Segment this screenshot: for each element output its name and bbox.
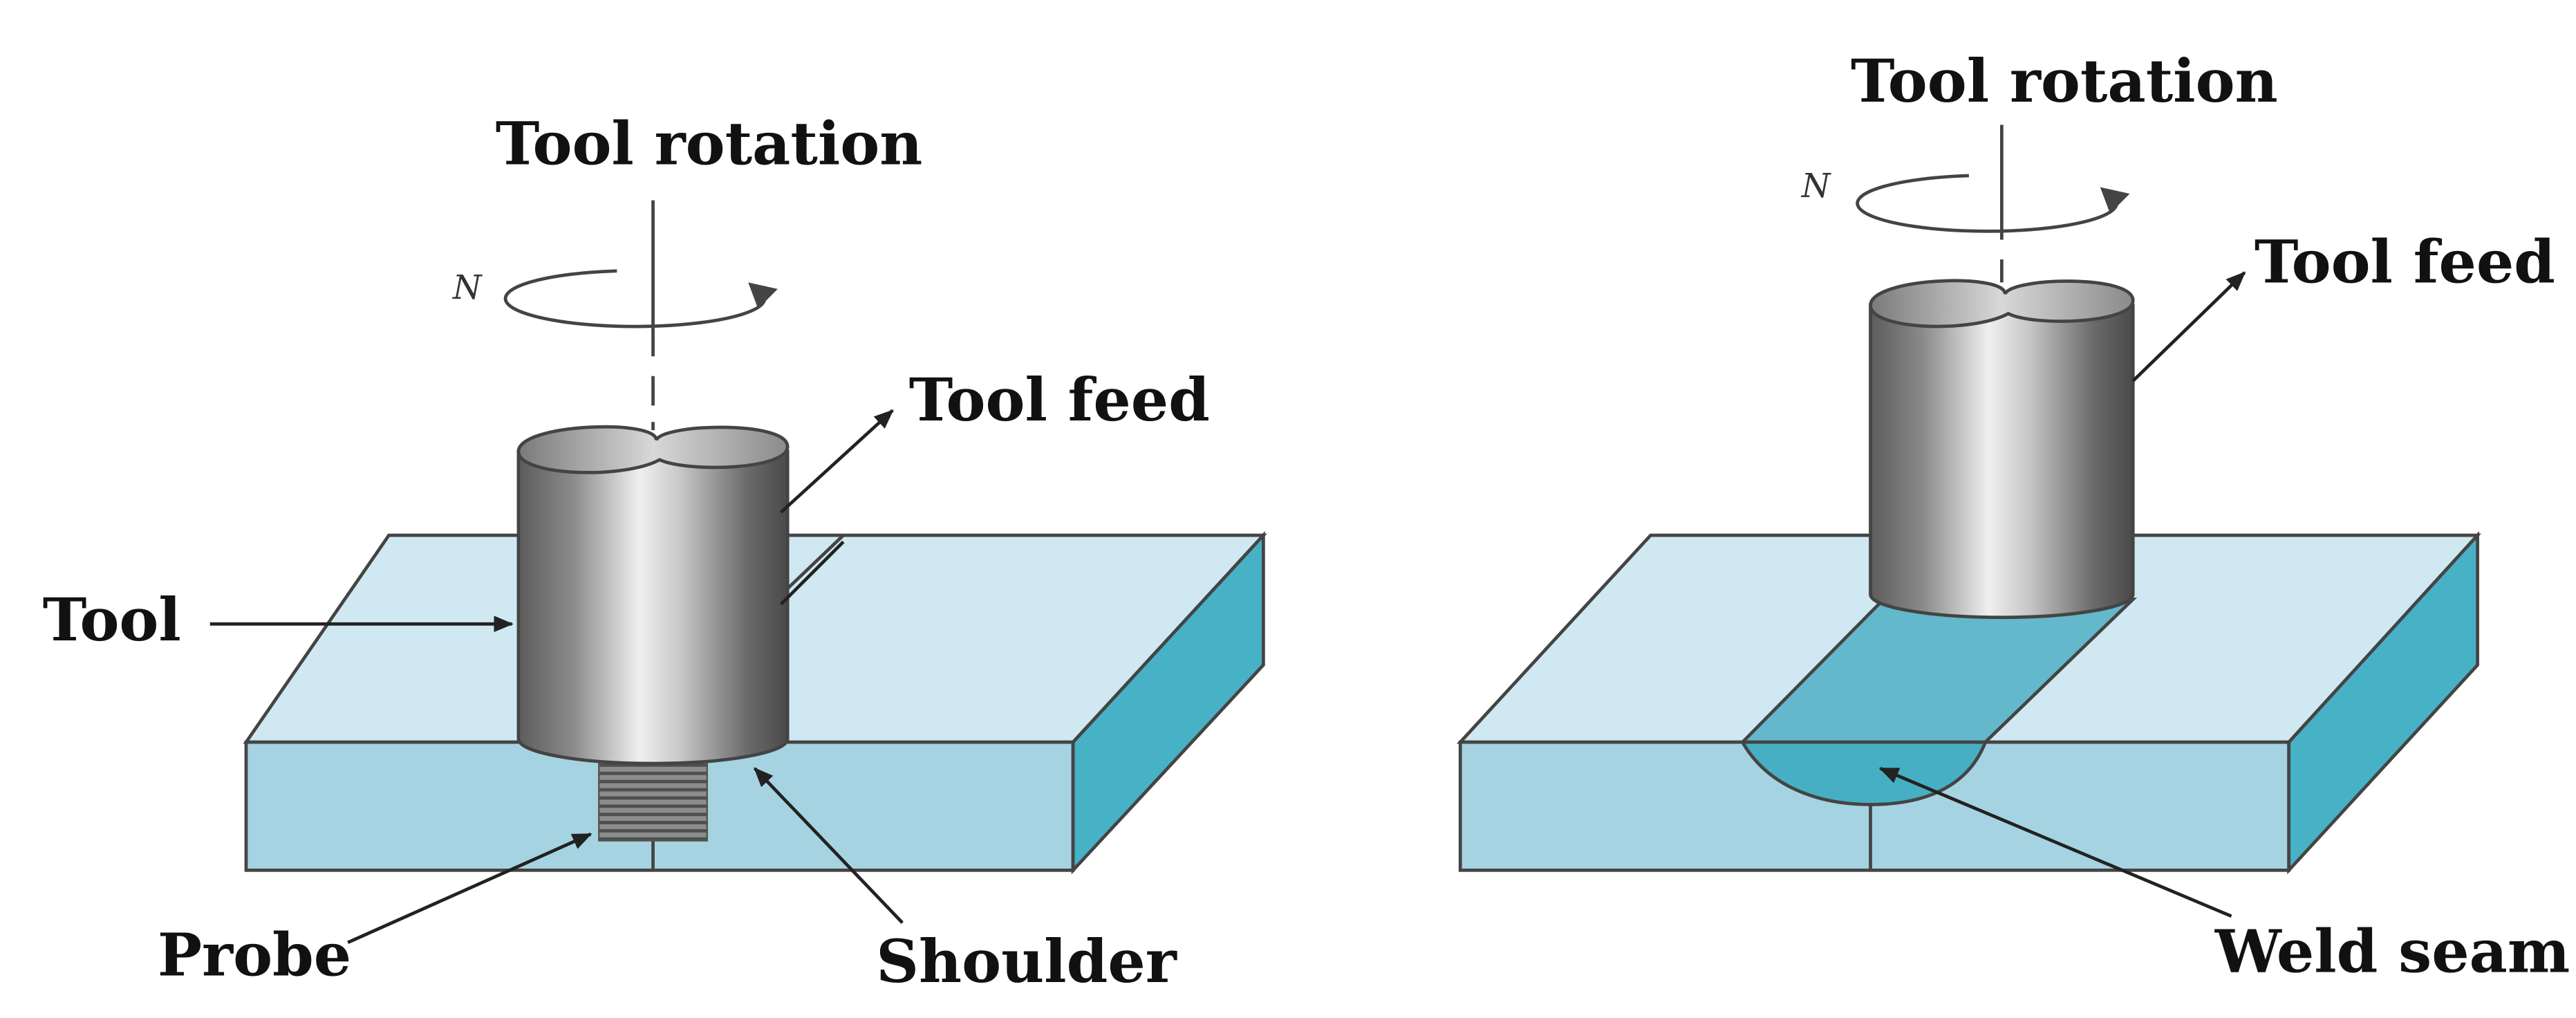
rotation-arrow [503, 269, 767, 328]
shoulder-leader [753, 767, 904, 924]
speed-symbol-n-right: N [1801, 167, 1831, 205]
plate-side-face [1071, 530, 1265, 875]
rotation-arrow-right [1856, 174, 2118, 233]
tool-cylinder [516, 425, 790, 766]
tool-top-cut-right [1869, 279, 2135, 328]
right-panel: N Tool rotation Tool feed Weld seam [1456, 47, 2570, 987]
label-tool-feed: Tool feed [909, 366, 1210, 435]
tool-top-cut [516, 425, 790, 474]
tool-cylinder-right [1869, 279, 2135, 620]
probe-pin [598, 757, 709, 842]
label-tool-rotation-right: Tool rotation [1851, 47, 2278, 116]
plate-side-face-right [2287, 530, 2479, 875]
weld-seam-front [1739, 740, 1988, 806]
left-panel: N Tool rotation Tool feed Tool Probe Sho… [43, 109, 1267, 997]
probe-leader [347, 832, 592, 944]
weld-seam-leader [1878, 766, 2232, 918]
speed-symbol-n: N [452, 269, 483, 307]
label-probe: Probe [158, 920, 351, 990]
tool-feed-arrow [780, 409, 894, 514]
label-tool: Tool [43, 586, 181, 655]
rotation-arrowhead [748, 282, 778, 309]
label-weld-seam: Weld seam [2214, 918, 2570, 987]
label-tool-rotation: Tool rotation [496, 109, 923, 178]
rotation-arrowhead-right [2100, 187, 2130, 214]
tool-feed-arrow-right [2131, 271, 2246, 382]
tool-feed-arrow-continuation [779, 540, 845, 606]
label-tool-feed-right: Tool feed [2255, 228, 2555, 297]
label-shoulder: Shoulder [876, 927, 1177, 997]
weld-seam [1738, 598, 2138, 806]
